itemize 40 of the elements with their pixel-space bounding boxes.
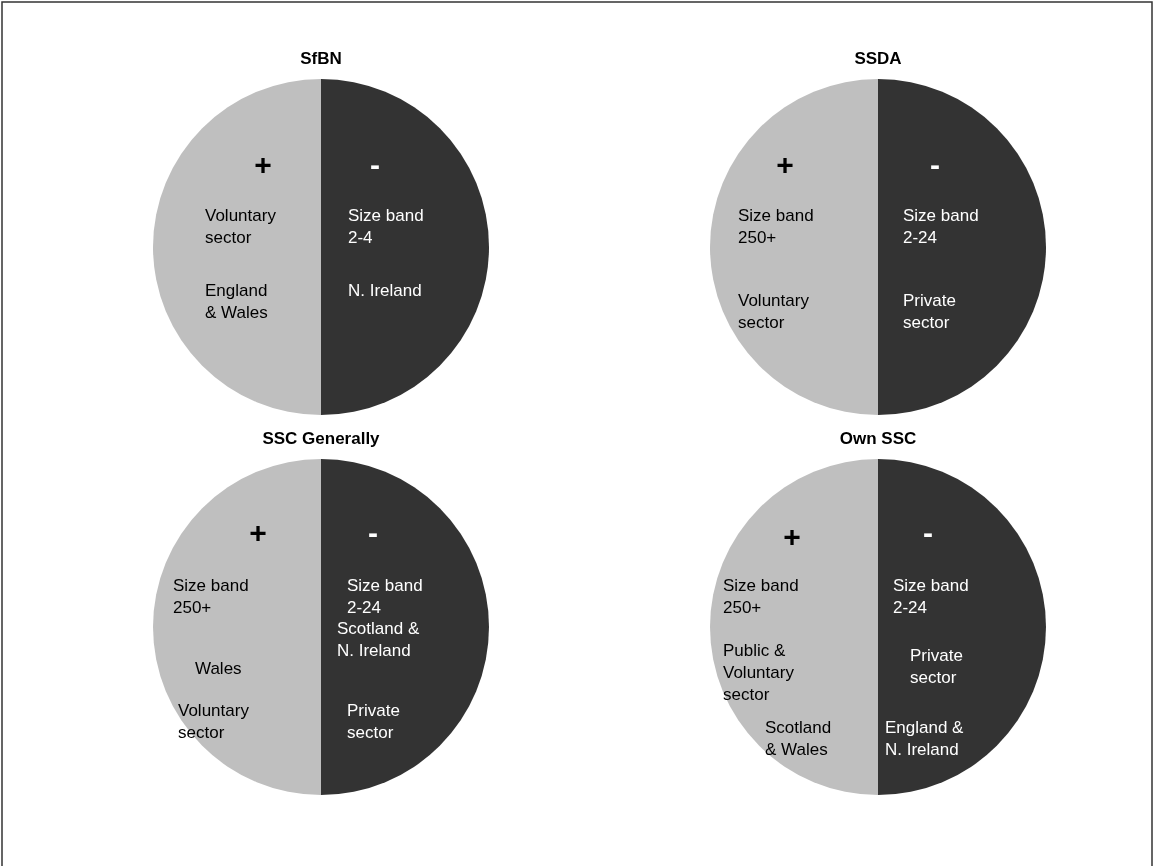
- positive-half: [153, 79, 321, 415]
- sign-symbol: +: [254, 150, 272, 180]
- factor-text: Public & Voluntary sector: [723, 640, 795, 706]
- circle-title: Own SSC: [838, 429, 918, 449]
- factor-text: Size band 250+: [173, 575, 250, 619]
- factor-text: Size band 2-24: [903, 205, 980, 249]
- sign-symbol: -: [368, 518, 378, 548]
- factor-text: Wales: [195, 658, 243, 680]
- factor-text: Voluntary sector: [205, 205, 277, 249]
- positive-half: [153, 459, 321, 795]
- factor-text: Private sector: [347, 700, 401, 744]
- positive-half: [710, 459, 878, 795]
- factor-text: Private sector: [910, 645, 964, 689]
- negative-half: [321, 459, 489, 795]
- circle-title: SfBN: [299, 49, 343, 69]
- sign-symbol: -: [370, 150, 380, 180]
- negative-half: [321, 79, 489, 415]
- factor-text: England & N. Ireland: [885, 717, 965, 761]
- factor-text: Size band 2-24: [347, 575, 424, 619]
- factor-text: N. Ireland: [348, 280, 423, 302]
- factor-text: Size band 2-24: [893, 575, 970, 619]
- sign-symbol: +: [783, 522, 801, 552]
- factor-text: Voluntary sector: [178, 700, 250, 744]
- negative-half: [878, 79, 1046, 415]
- factor-text: England & Wales: [205, 280, 269, 324]
- sign-symbol: +: [249, 518, 267, 548]
- factor-text: Size band 250+: [738, 205, 815, 249]
- circle-title: SSC Generally: [261, 429, 381, 449]
- positive-half: [710, 79, 878, 415]
- factor-text: Voluntary sector: [738, 290, 810, 334]
- sign-symbol: -: [923, 518, 933, 548]
- factor-text: Scotland & N. Ireland: [337, 618, 421, 662]
- sign-symbol: -: [930, 150, 940, 180]
- sign-symbol: +: [776, 150, 794, 180]
- factor-text: Size band 2-4: [348, 205, 425, 249]
- factor-text: Scotland & Wales: [765, 717, 833, 761]
- factor-text: Private sector: [903, 290, 957, 334]
- circle-title: SSDA: [853, 49, 903, 69]
- negative-half: [878, 459, 1046, 795]
- factor-text: Size band 250+: [723, 575, 800, 619]
